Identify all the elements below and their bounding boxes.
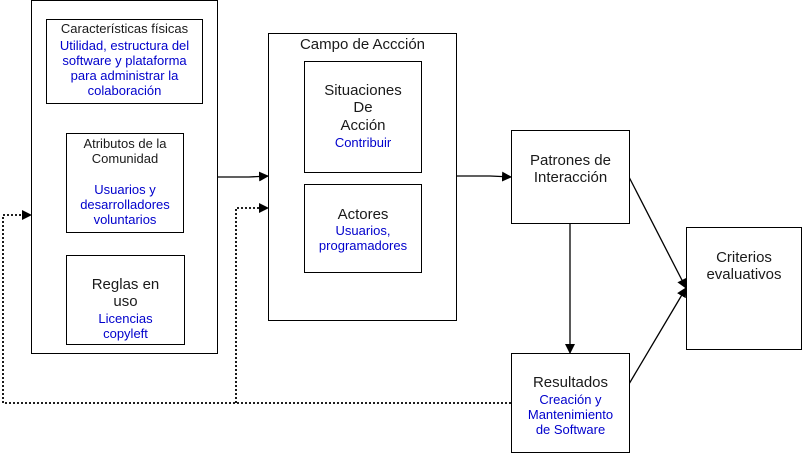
actors-title: Actores	[337, 206, 389, 223]
results-detail: Creación y Mantenimiento de Software	[527, 392, 614, 437]
physical-characteristics-box	[46, 19, 203, 104]
community-attributes-title: Atributos de la Comunidad	[83, 136, 167, 166]
interaction-patterns-label: Patrones de Interacción	[530, 152, 611, 187]
actors-detail: Usuarios, programadores	[318, 223, 408, 253]
community-attributes-detail: Usuarios y desarrolladores voluntarios	[80, 182, 170, 227]
rules-in-use-detail: Licencias copyleft	[98, 311, 153, 341]
arrow-patterns-to-criteria	[628, 176, 687, 289]
action-field-title: Campo de Accción	[299, 36, 426, 53]
actors-box	[304, 184, 422, 273]
physical-characteristics-title: Características físicas	[60, 21, 189, 36]
action-situations-detail: Contribuir	[334, 135, 392, 150]
feedback-arrow-to-panel	[2, 210, 511, 404]
arrow-action-field-to-patterns	[456, 171, 512, 182]
results-title: Resultados	[532, 374, 609, 391]
feedback-arrow-to-action-field	[235, 203, 269, 403]
arrow-panel-to-action-field	[217, 171, 269, 182]
evaluative-criteria-label: Criterios evaluativos	[706, 249, 782, 284]
action-situations-title: Situaciones De Acción	[324, 82, 402, 134]
evaluative-criteria-box	[686, 227, 802, 350]
physical-characteristics-detail: Utilidad, estructura del software y plat…	[59, 38, 190, 98]
interaction-patterns-box	[511, 130, 630, 224]
arrow-results-to-criteria	[628, 287, 687, 385]
rules-in-use-box	[66, 255, 185, 345]
community-attributes-box	[66, 133, 184, 233]
rules-in-use-title: Reglas en uso	[91, 276, 160, 311]
results-box	[511, 353, 630, 453]
action-situations-box	[304, 61, 422, 173]
